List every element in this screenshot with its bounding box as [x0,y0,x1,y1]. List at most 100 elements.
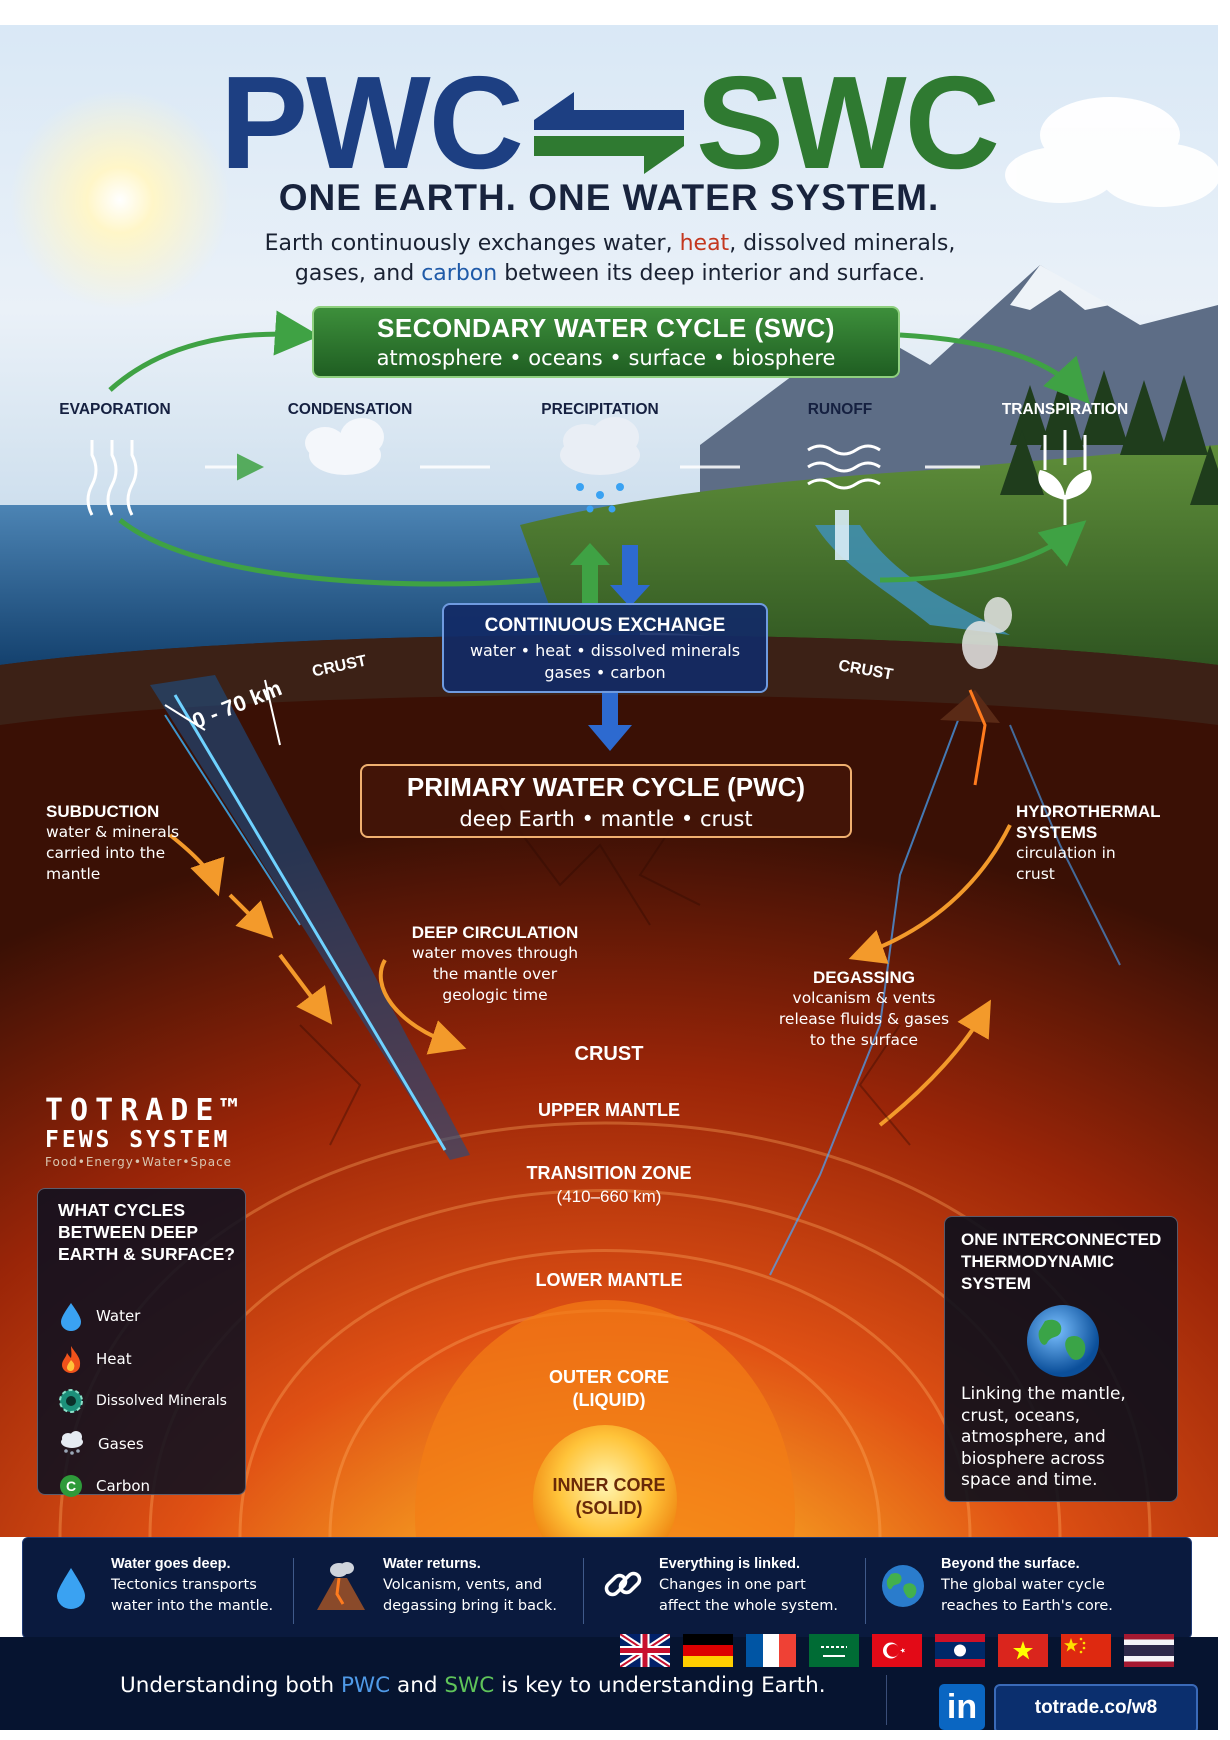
subduction-line: water & minerals [46,823,180,841]
circulation-arrows [168,824,1012,1127]
interconnected-system-panel: ONE INTERCONNECTED THERMODYNAMIC SYSTEM … [944,1216,1178,1502]
water-drop-icon [61,1303,81,1331]
summary-divider [865,1558,866,1624]
deep-circulation-line: water moves through [411,944,579,962]
subduction-heading: SUBDUCTION [46,802,160,821]
summary-item-beyond: Beyond the surface. The global water cyc… [941,1554,1113,1617]
intro-part: Earth continuously exchanges water, [264,231,680,256]
cycle-item-water: Water [58,1301,140,1331]
degassing-label: DEGASSING volcanism & vents release flui… [754,967,974,1051]
cycle-item-label: Water [96,1307,141,1325]
closing-swc: SWC [444,1673,495,1698]
sun-icon [10,90,230,310]
system-heading: ONE INTERCONNECTED [961,1230,1162,1249]
degassing-line: volcanism & vents [792,989,936,1007]
summary-line: Volcanism, vents, and [383,1577,543,1593]
brand-tagline: Food•Energy•Water•Space [45,1155,233,1169]
degassing-line: to the surface [809,1031,919,1049]
summary-line: The global water cycle [941,1577,1105,1593]
what-cycles-panel: WHAT CYCLES BETWEEN DEEP EARTH & SURFACE… [37,1188,246,1497]
linkedin-icon[interactable]: in [939,1684,985,1730]
summary-line: Changes in one part [659,1577,806,1593]
summary-item-water-returns: Water returns. Volcanism, vents, and deg… [383,1554,557,1617]
system-line: atmosphere, and [961,1427,1106,1447]
stage-precipitation: PRECIPITATION [541,401,659,418]
stage-transpiration: TRANSPIRATION [1001,401,1129,418]
summary-divider [583,1558,584,1624]
laos-flag [935,1634,985,1667]
footer-divider [886,1675,887,1725]
layer-outer-core: OUTER CORE [548,1367,669,1387]
summary-item-linked: Everything is linked. Changes in one par… [659,1554,838,1617]
deep-circulation-line: the mantle over [432,965,558,983]
flame-icon [62,1346,81,1373]
volcano-icon [317,1562,365,1610]
intro-part: between its deep interior and surface. [497,261,926,286]
layer-upper-mantle: UPPER MANTLE [537,1100,680,1120]
globe-icon [882,1565,924,1607]
deep-circulation-heading: DEEP CIRCULATION [411,923,579,942]
system-line: Linking the mantle, [961,1384,1126,1404]
globe-icon [1027,1305,1099,1377]
intro-heat: heat [679,231,730,256]
layer-transition-zone: TRANSITION ZONE [526,1163,692,1183]
cycle-item-label: Carbon [96,1477,151,1495]
exchange-line-1: water • heat • dissolved minerals [469,641,741,660]
summary-heading: Water goes deep. [111,1556,231,1572]
website-link[interactable]: totrade.co/w8 [994,1684,1198,1730]
runoff-waves-icon [807,444,881,490]
layer-crust: CRUST [574,1043,644,1065]
summary-strip: Water goes deep. Tectonics transports wa… [22,1537,1192,1639]
germany-flag [683,1634,733,1667]
cycle-item-label: Heat [96,1350,132,1368]
cycle-item-label: Dissolved Minerals [96,1393,227,1409]
system-line: biosphere across [961,1448,1105,1469]
vietnam-flag [998,1634,1048,1667]
uk-flag [620,1634,670,1667]
summary-heading: Water returns. [383,1556,481,1572]
swc-arrow-bottom-right [879,520,1087,583]
svg-text:C: C [66,1478,76,1494]
france-flag [746,1634,796,1667]
stage-runoff: RUNOFF [807,401,873,418]
exchange-line-2: gases • carbon [544,663,666,682]
condensation-cloud-icon [305,418,384,475]
cycles-heading: WHAT CYCLES [58,1200,186,1220]
summary-line: affect the whole system. [659,1598,838,1614]
stage-condensation: CONDENSATION [287,401,413,418]
saudi-arabia-flag [809,1634,859,1667]
summary-divider [293,1558,294,1624]
exchange-arrows-icon [570,543,650,751]
summary-line: water into the mantle. [111,1598,274,1614]
gas-cloud-icon [61,1431,83,1455]
system-description: Linking the mantle, crust, oceans, atmos… [961,1384,1166,1492]
summary-line: degassing bring it back. [383,1598,557,1614]
continuous-exchange-box: CONTINUOUS EXCHANGE water • heat • disso… [442,603,768,693]
closing-statement: Understanding both PWC and SWC is key to… [120,1673,826,1698]
china-flag [1061,1634,1111,1667]
swc-arrow-bottom-left [118,518,541,587]
hydrothermal-heading: SYSTEMS [1016,823,1098,842]
thailand-flag [1124,1634,1174,1667]
swc-arrow-top-left [108,310,320,392]
crust-depth-marker [164,679,281,746]
pwc-banner: PRIMARY WATER CYCLE (PWC) deep Earth • m… [360,764,852,838]
exchange-double-arrow-icon [534,92,684,175]
swc-heading: SECONDARY WATER CYCLE (SWC) [377,313,835,343]
closing-part: and [390,1673,445,1698]
stage-evaporation: EVAPORATION [59,401,171,418]
chain-link-icon [604,1571,642,1597]
title-swc: SWC [696,49,1000,196]
turkey-flag [872,1634,922,1667]
swc-banner: SECONDARY WATER CYCLE (SWC) atmosphere •… [312,306,900,378]
summary-item-water-deep: Water goes deep. Tectonics transports wa… [111,1554,273,1617]
water-drop-icon [57,1568,85,1609]
subduction-label: SUBDUCTION water & minerals carried into… [46,801,179,885]
summary-line: reaches to Earth's core. [941,1598,1113,1614]
deep-circulation-line: geologic time [442,986,548,1004]
degassing-heading: DEGASSING [812,968,916,987]
summary-line: Tectonics transports [111,1577,257,1593]
hydrothermal-label: HYDROTHERMAL SYSTEMS circulation in crus… [1016,801,1161,885]
exchange-heading: CONTINUOUS EXCHANGE [484,615,726,636]
closing-part: is key to understanding Earth. [494,1673,826,1698]
